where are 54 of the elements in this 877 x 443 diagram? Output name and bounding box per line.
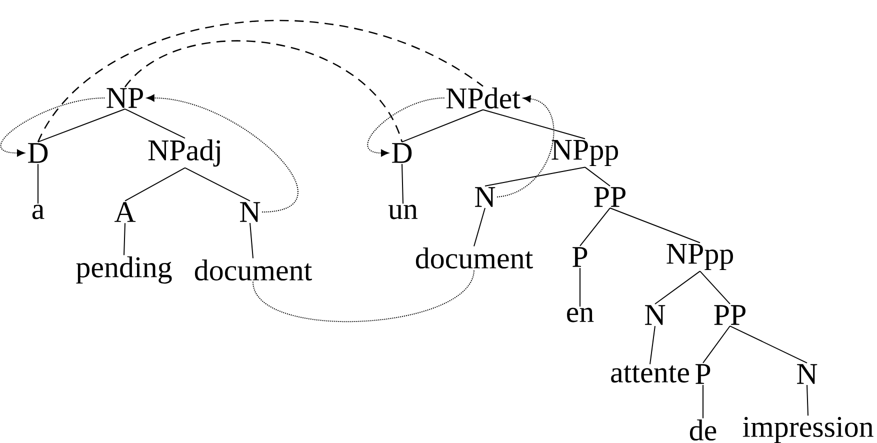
tree-node-label: P xyxy=(696,364,710,384)
tree-node-label: N xyxy=(645,305,666,325)
tree-branch xyxy=(38,108,126,142)
tree-node-label: N xyxy=(797,364,818,384)
tree-branch xyxy=(584,166,610,186)
dotted-link xyxy=(252,269,474,322)
tree-node-label: P xyxy=(572,247,588,267)
tree-branch xyxy=(702,384,704,419)
tree-branch xyxy=(484,166,586,186)
tree-node-label: attente xyxy=(611,365,689,383)
tree-branch xyxy=(402,164,404,204)
tree-node-label: pending xyxy=(76,256,172,284)
tree-node-label: de xyxy=(690,419,716,441)
tree-node-label: N xyxy=(475,187,496,207)
tree-node-label: impression xyxy=(742,416,874,443)
tree-node-label: a xyxy=(32,204,44,220)
tree-node-label: NPdet xyxy=(446,87,520,109)
tree-branch xyxy=(124,167,186,202)
tree-branch xyxy=(124,222,126,256)
tree-branch xyxy=(580,208,610,246)
tree-branch xyxy=(38,164,39,204)
dotted-arrow xyxy=(496,95,554,198)
tree-node-label: NP xyxy=(106,88,143,108)
tree-node-label: un xyxy=(388,204,418,220)
tree-branch xyxy=(124,108,186,139)
dashed-link xyxy=(37,20,484,142)
tree-branch xyxy=(402,109,484,142)
tree-branch xyxy=(482,109,586,140)
tree-node-label: NPpp xyxy=(666,244,733,270)
tree-node-label: NPpp xyxy=(552,140,618,166)
dotted-arrow xyxy=(146,94,298,212)
tree-branch xyxy=(610,208,700,244)
tree-node-label: N xyxy=(240,202,260,222)
tree-branch xyxy=(474,208,486,247)
tree-branch xyxy=(184,167,250,202)
tree-node-label: PP xyxy=(714,305,746,325)
tree-branch xyxy=(730,326,808,364)
tree-branch xyxy=(250,222,254,259)
tree-node-label: D xyxy=(392,143,412,163)
dotted-arrow xyxy=(0,98,106,157)
tree-node-label: PP xyxy=(594,187,626,207)
tree-branch xyxy=(650,326,656,365)
tree-node-label: NPadj xyxy=(148,139,220,167)
dotted-arrow xyxy=(367,98,445,157)
tree-node-label: en xyxy=(567,308,594,322)
tree-branch xyxy=(806,384,808,416)
tree-node-label: D xyxy=(28,143,48,163)
tree-node-label: A xyxy=(114,202,136,222)
tree-branch xyxy=(700,270,730,304)
dashed-link xyxy=(124,40,403,142)
tree-node-label: document xyxy=(194,259,312,281)
tree-branch xyxy=(654,270,700,304)
tree-branch xyxy=(702,326,730,364)
tree-node-label: document xyxy=(416,247,533,269)
